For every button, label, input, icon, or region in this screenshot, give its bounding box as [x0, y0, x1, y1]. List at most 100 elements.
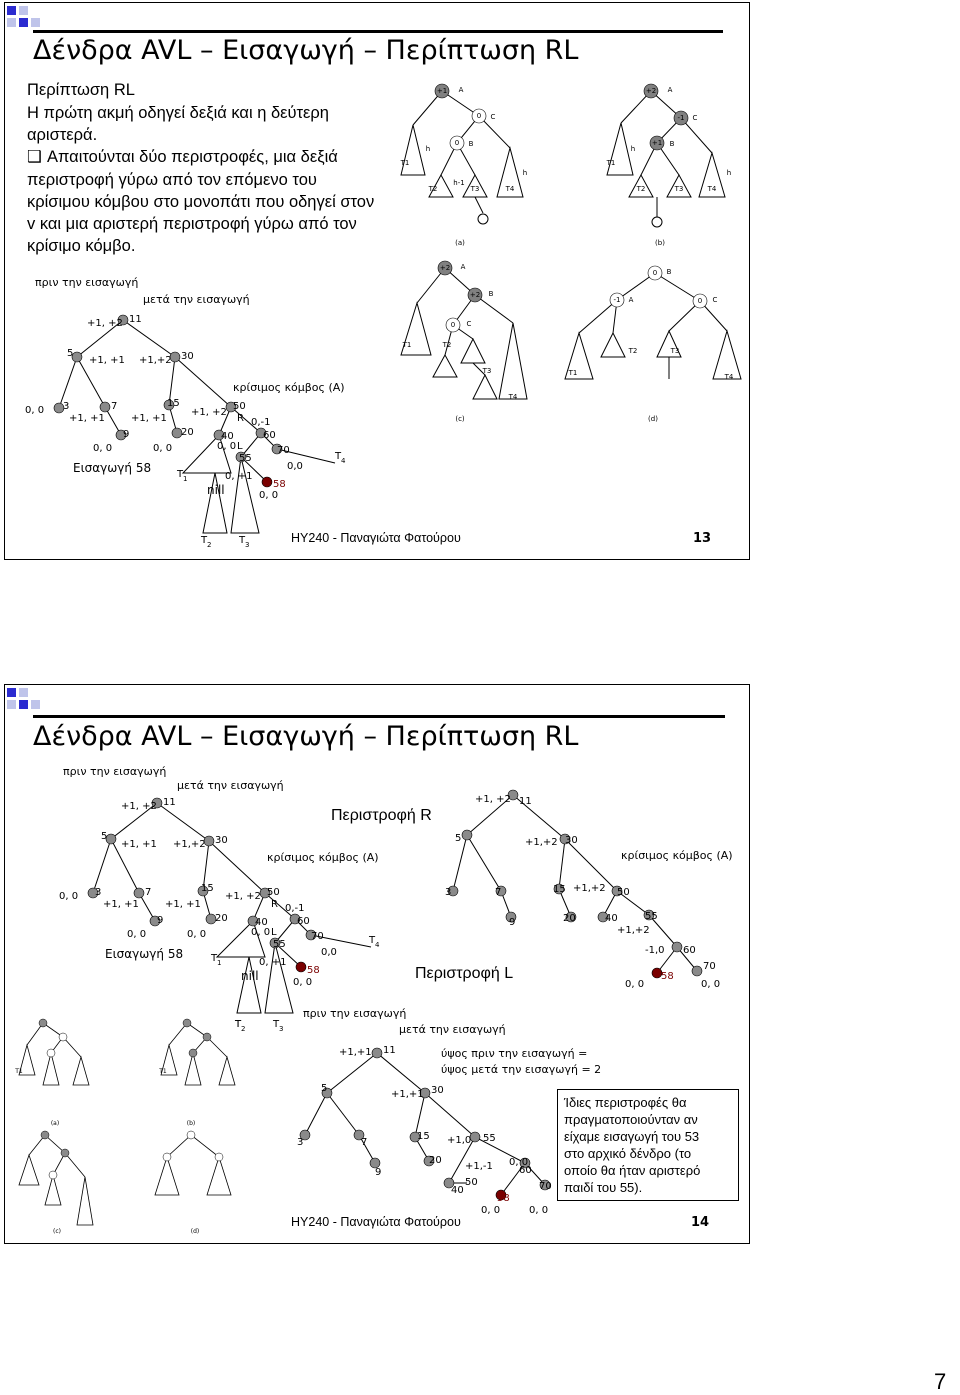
- subtree-label: 1: [217, 959, 221, 967]
- node-balance: +1, +2: [225, 891, 261, 902]
- diagram-label: +2: [646, 87, 656, 95]
- node-key: 9: [123, 429, 129, 440]
- node-key: 70: [277, 445, 290, 456]
- node-key: 55: [645, 911, 658, 922]
- bullet-line: Απαιτούνται δύο περιστροφές, μια δεξιά: [47, 148, 338, 166]
- rotation-marker: R: [237, 413, 244, 424]
- node-balance: +1, +2: [191, 407, 227, 418]
- diagram-label: C: [713, 296, 718, 304]
- bullet-line: περιστροφή γύρω από τον επόμενο του: [27, 171, 317, 189]
- node-key: 50: [617, 887, 630, 898]
- node-balance: +1,0: [447, 1135, 471, 1146]
- node-balance: 0, 0: [59, 891, 78, 902]
- diagram-label: C: [491, 113, 496, 121]
- node-key: 9: [157, 915, 163, 926]
- node-key: 20: [215, 913, 228, 924]
- diagram-label: B: [670, 140, 675, 148]
- node-key: 11: [519, 796, 532, 807]
- diagram-label: T1: [400, 159, 410, 167]
- diagram-label: T2: [628, 347, 638, 355]
- node-balance: 0, 0: [187, 929, 206, 940]
- node-key: 20: [181, 427, 194, 438]
- diagram-label: 0: [653, 269, 657, 277]
- subtree-label: 3: [279, 1025, 283, 1033]
- node-key: 9: [375, 1167, 381, 1178]
- node-balance: 0, 0: [251, 927, 270, 938]
- body-line: Η πρώτη ακμή οδηγεί δεξιά και η δεύτερη: [27, 104, 329, 122]
- bullet-line: κρίσιμο κόμβο.: [27, 237, 136, 255]
- node-balance: 0,-1: [251, 417, 271, 428]
- diagram-caption: (d): [648, 415, 658, 423]
- diagram-label: T4: [707, 185, 717, 193]
- page-number: 7: [934, 1369, 947, 1394]
- node-balance: 0, 0: [293, 977, 312, 988]
- node-key: 7: [145, 887, 151, 898]
- node-key: 55: [483, 1133, 496, 1144]
- after-insert-label: μετά την εισαγωγή: [399, 1023, 506, 1036]
- node-balance: +1, +1: [131, 413, 167, 424]
- after-insert-label: μετά την εισαγωγή: [143, 293, 250, 306]
- diagram-label: T3: [674, 185, 684, 193]
- subtree-label: T: [234, 1019, 242, 1030]
- node-key: 58: [661, 971, 674, 982]
- node-balance: +1, +1: [121, 839, 157, 850]
- node-key: 60: [683, 945, 696, 956]
- avl-tree-rl: 11 +1, +2 5 +1, +1 30 +1,+2 3 0, 0 7 +1,…: [25, 314, 346, 549]
- node-balance: 0, 0: [509, 1157, 528, 1168]
- node-key: 60: [297, 916, 310, 927]
- node-key: 5: [321, 1083, 327, 1094]
- critical-node-label: κρίσιμος κόμβος (A): [621, 849, 733, 862]
- diagram-label: T2: [442, 341, 452, 349]
- diagram-label: +1: [652, 139, 662, 147]
- diagram-label: h: [426, 145, 430, 153]
- node-key: 11: [383, 1045, 396, 1056]
- subtree-label: T: [272, 1019, 280, 1030]
- diagram-label: B: [469, 140, 474, 148]
- diagram-label: B: [489, 290, 494, 298]
- node-balance: 0,-1: [285, 903, 305, 914]
- note-line: πραγματοποιούνταν αν: [564, 1112, 698, 1127]
- slide-decoration-icon: [7, 6, 40, 27]
- diagram-label: +1: [437, 87, 447, 95]
- node-key: 55: [239, 453, 252, 464]
- slide-title: Δένδρα AVL – Εισαγωγή – Περίπτωση RL: [33, 721, 579, 752]
- title-rule: [33, 30, 723, 33]
- node-balance: +1,-1: [465, 1161, 493, 1172]
- node-balance: +1, +2: [475, 794, 511, 805]
- title-rule: [33, 715, 725, 718]
- node-balance: +1, +2: [87, 318, 123, 329]
- diagram-label: +2: [470, 291, 480, 299]
- diagram-caption: (d): [191, 1228, 200, 1235]
- note-line: Ίδιες περιστροφές θα: [564, 1095, 687, 1110]
- node-balance: 0, 0: [529, 1205, 548, 1216]
- node-key: 30: [215, 835, 228, 846]
- node-balance: +1, +1: [103, 899, 139, 910]
- node-balance: +1,+2: [573, 883, 606, 894]
- node-key: 15: [553, 884, 566, 895]
- node-balance: 0, 0: [25, 405, 44, 416]
- node-key: 20: [429, 1155, 442, 1166]
- node-key: 58: [307, 965, 320, 976]
- slide-footer: ΗΥ240 - Παναγιώτα Φατούρου: [291, 1215, 461, 1229]
- rotation-l-label: Περιστροφή L: [415, 965, 514, 982]
- node-balance: 0,0: [321, 947, 337, 958]
- node-key: 3: [445, 887, 451, 898]
- slide-title: Δένδρα AVL – Εισαγωγή – Περίπτωση RL: [33, 35, 579, 66]
- diagram-label: T3: [470, 185, 480, 193]
- slide-14: Δένδρα AVL – Εισαγωγή – Περίπτωση RL πρι…: [4, 684, 750, 1244]
- note-line: παιδί του 55).: [564, 1180, 643, 1195]
- diagram-label: A: [459, 86, 464, 94]
- slide-13: Δένδρα AVL – Εισαγωγή – Περίπτωση RL Περ…: [4, 2, 750, 560]
- node-key: 15: [201, 883, 214, 894]
- subtree-label: 2: [241, 1025, 245, 1033]
- diagram-label: T3: [482, 367, 492, 375]
- diagram-label: T1: [14, 1068, 23, 1075]
- node-key: 30: [181, 351, 194, 362]
- avl-schematic-diagrams: +1 A 0 C 0 B T1 T2 T3 T4 h h-1 h (a) +2 …: [400, 83, 742, 423]
- node-balance: 0, +1: [225, 471, 252, 482]
- insert-label: Εισαγωγή 58: [105, 947, 184, 961]
- node-balance: 0, 0: [625, 979, 644, 990]
- node-balance: 0, 0: [481, 1205, 500, 1216]
- critical-node-label: κρίσιμος κόμβος (A): [233, 381, 345, 394]
- node-balance: +1, +2: [121, 801, 157, 812]
